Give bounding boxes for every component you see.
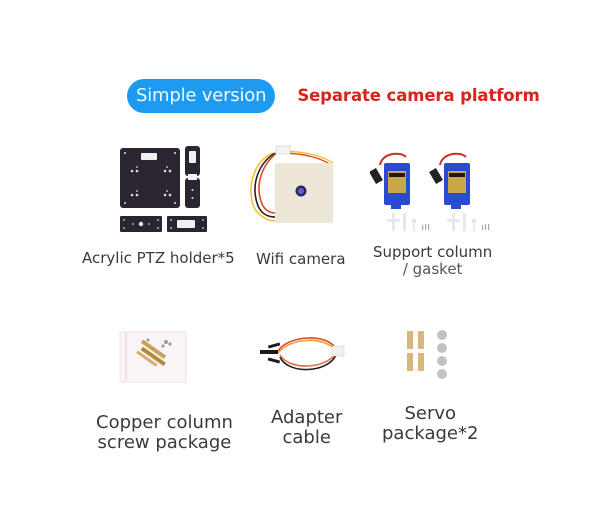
- cable-image: [260, 337, 345, 371]
- standoffs-washers-image: [407, 330, 447, 379]
- label-line1: Adapter: [271, 407, 343, 428]
- item-acrylic-ptz-holder: [115, 143, 215, 239]
- label-support-column: Support column / gasket: [373, 244, 492, 277]
- label-copper-column: Copper column screw package: [96, 413, 233, 453]
- label-line2: / gasket: [402, 259, 463, 278]
- label-line1: Servo: [404, 403, 457, 424]
- item-servo-package: [405, 328, 455, 383]
- label-line2: screw package: [97, 431, 232, 453]
- label-servo-package: Servo package*2: [382, 404, 478, 444]
- servo-motors-image: [370, 152, 490, 231]
- label-line2: package*2: [382, 422, 479, 444]
- screw-bag-image: [119, 331, 187, 383]
- header: Simple version Separate camera platform: [127, 78, 540, 113]
- item-adapter-cable: [258, 333, 348, 375]
- label-line2: cable: [282, 426, 331, 448]
- label-acrylic-ptz-holder: Acrylic PTZ holder*5: [82, 249, 235, 267]
- label-line1: Support column: [373, 243, 493, 261]
- version-badge: Simple version: [127, 78, 276, 113]
- camera-module-image: [250, 145, 334, 223]
- label-line1: Copper column: [96, 412, 233, 433]
- section-subtitle: Separate camera platform: [297, 86, 540, 105]
- acrylic-plates-image: [120, 146, 207, 232]
- label-wifi-camera: Wifi camera: [256, 250, 346, 268]
- item-wifi-camera: [245, 143, 345, 239]
- item-copper-column: [118, 330, 188, 385]
- item-support-column: [370, 145, 500, 235]
- label-adapter-cable: Adapter cable: [271, 408, 342, 448]
